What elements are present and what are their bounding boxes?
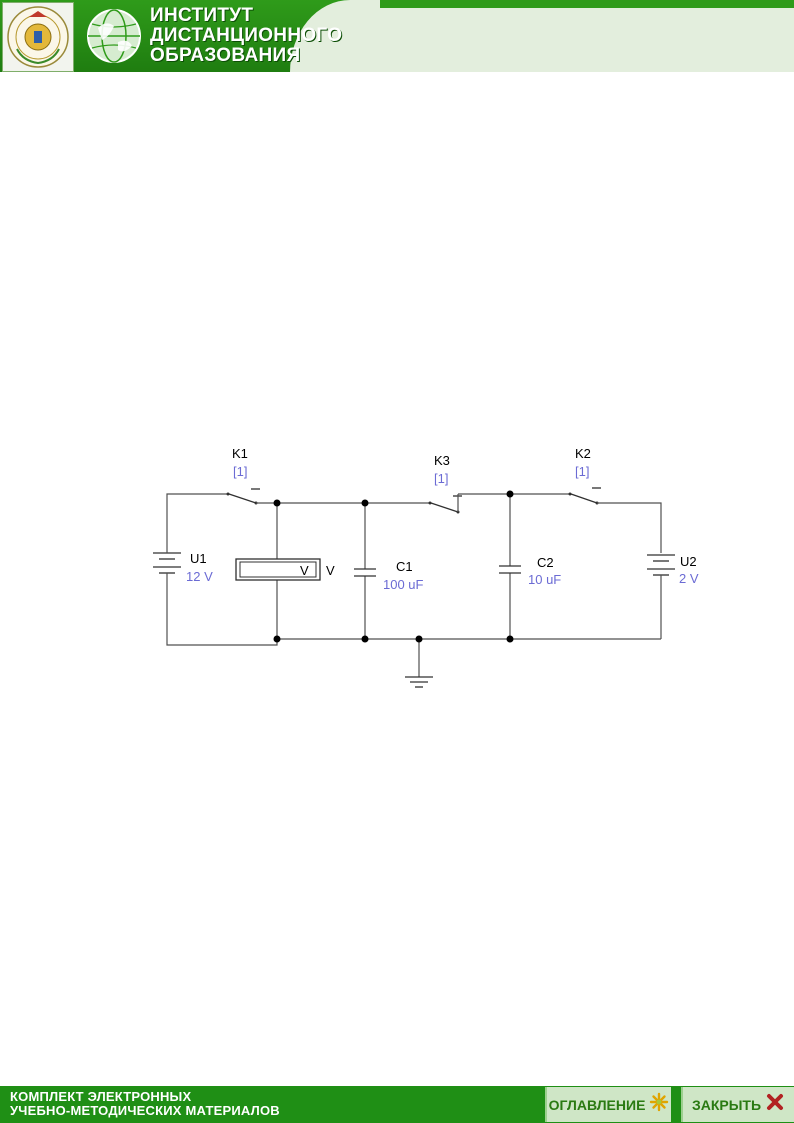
contents-button[interactable]: ОГЛАВЛЕНИЕ xyxy=(545,1087,671,1122)
c1-label: C1 xyxy=(396,559,413,574)
c1-value: 100 uF xyxy=(383,577,424,592)
u2-label: U2 xyxy=(680,554,697,569)
c2-label: C2 xyxy=(537,555,554,570)
battery-u1 xyxy=(153,545,181,583)
voltmeter-label: V xyxy=(326,563,335,578)
close-button-label: ЗАКРЫТЬ xyxy=(691,1096,762,1113)
u1-label: U1 xyxy=(190,551,207,566)
switch-k2[interactable] xyxy=(568,487,602,505)
wire-u1-top xyxy=(166,493,228,545)
footer-caption: КОМПЛЕКТ ЭЛЕКТРОННЫХ УЧЕБНО-МЕТОДИЧЕСКИХ… xyxy=(10,1090,280,1118)
close-icon xyxy=(765,1092,785,1117)
junction-node xyxy=(361,635,369,643)
switch-k3[interactable] xyxy=(428,495,463,514)
junction-node xyxy=(273,499,281,507)
u1-value: 12 V xyxy=(186,569,213,584)
k2-key: [1] xyxy=(575,464,589,479)
switch-k1[interactable] xyxy=(226,488,261,505)
voltmeter-display: V xyxy=(300,563,309,578)
junction-node xyxy=(273,635,281,643)
u2-value: 2 V xyxy=(679,571,699,586)
contents-button-label: ОГЛАВЛЕНИЕ xyxy=(548,1096,646,1113)
globe-icon xyxy=(84,6,144,66)
title-line-3: ОБРАЗОВАНИЯ xyxy=(150,45,301,66)
junction-node xyxy=(361,499,369,507)
footer-line-1: КОМПЛЕКТ ЭЛЕКТРОННЫХ xyxy=(10,1089,192,1104)
junction-node xyxy=(506,635,514,643)
institute-title: ИНСТИТУТ ДИСТАНЦИОННОГО ОБРАЗОВАНИЯ xyxy=(150,6,342,66)
battery-u2 xyxy=(647,554,675,583)
junction-node xyxy=(506,490,514,498)
footer-line-2: УЧЕБНО-МЕТОДИЧЕСКИХ МАТЕРИАЛОВ xyxy=(10,1103,280,1118)
close-button[interactable]: ЗАКРЫТЬ xyxy=(681,1087,794,1122)
ground-symbol xyxy=(405,639,433,688)
junction-node xyxy=(415,635,423,643)
c2-value: 10 uF xyxy=(528,572,561,587)
header-banner: ИНСТИТУТ ДИСТАНЦИОННОГО ОБРАЗОВАНИЯ xyxy=(0,0,794,72)
junction-nodes xyxy=(273,490,514,643)
k1-label: K1 xyxy=(232,446,248,461)
capacitor-c1 xyxy=(354,568,376,577)
k3-label: K3 xyxy=(434,453,450,468)
capacitor-c2 xyxy=(499,565,521,574)
title-line-2: ДИСТАНЦИОННОГО xyxy=(150,25,343,46)
footer-bar: КОМПЛЕКТ ЭЛЕКТРОННЫХ УЧЕБНО-МЕТОДИЧЕСКИХ… xyxy=(0,1086,794,1123)
voltmeter xyxy=(235,558,321,581)
title-line-1: ИНСТИТУТ xyxy=(150,5,254,26)
k1-key: [1] xyxy=(233,464,247,479)
asterisk-icon xyxy=(649,1092,669,1117)
k2-label: K2 xyxy=(575,446,591,461)
wire-u1-bottom xyxy=(166,583,278,646)
wire-u2-top xyxy=(597,502,662,553)
institute-seal xyxy=(2,2,74,72)
header-top-band xyxy=(320,0,794,8)
k3-key: [1] xyxy=(434,471,448,486)
